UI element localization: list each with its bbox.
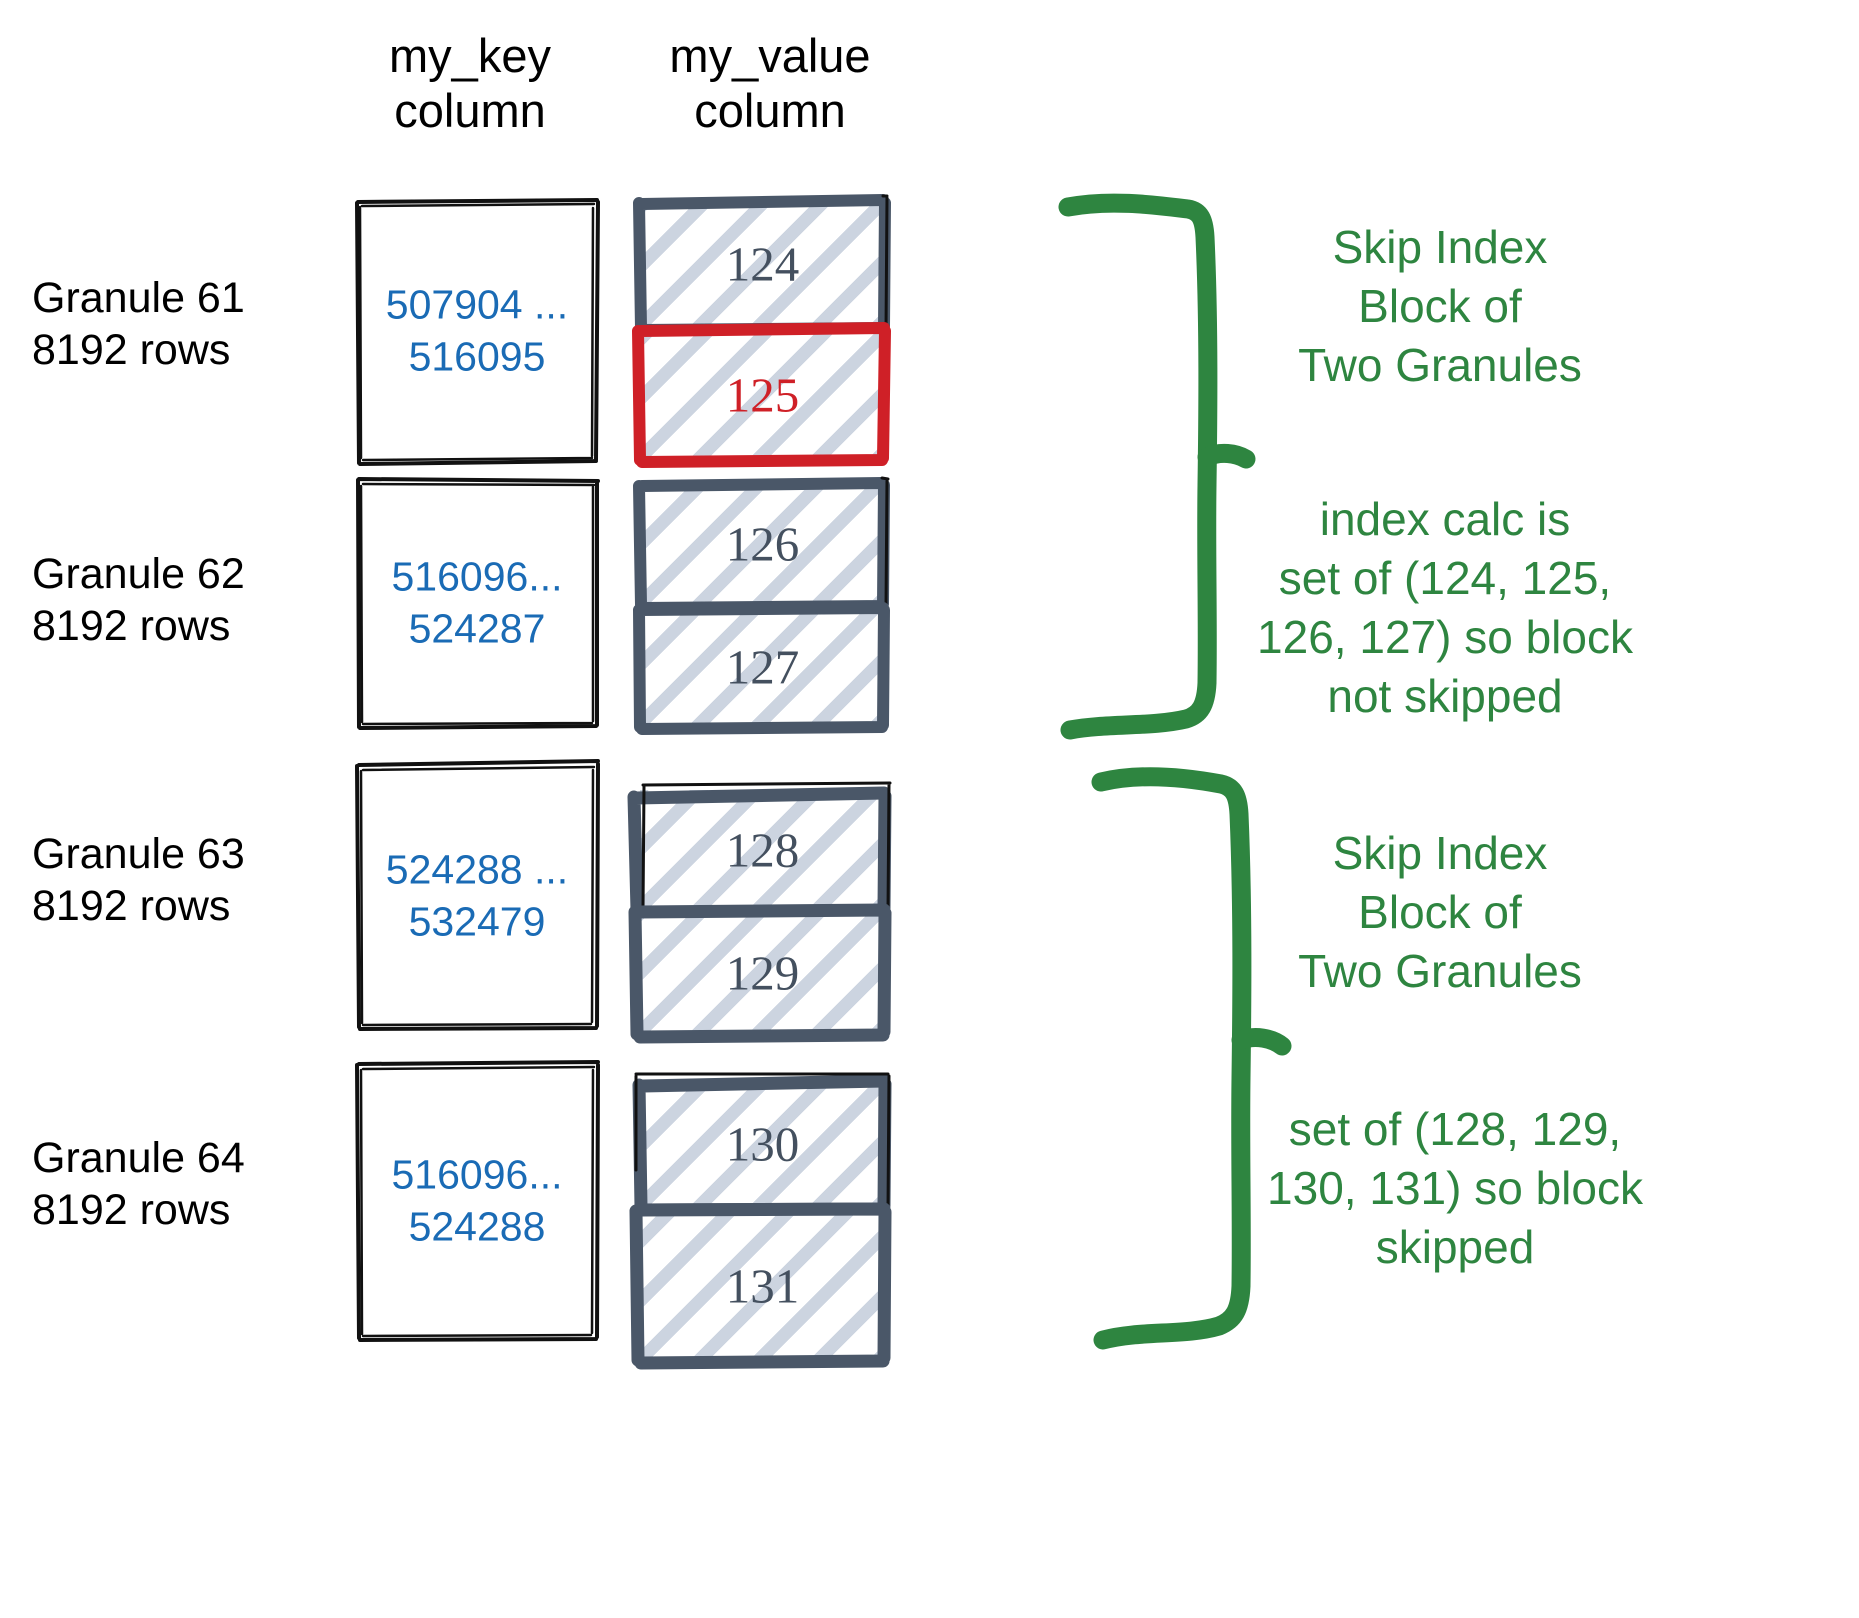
value-cell-130: 130 (632, 1072, 892, 1217)
sketch-rect-icon (633, 194, 891, 336)
annotation-block-2-note: set of (128, 129, 130, 131) so block ski… (1267, 1103, 1643, 1273)
value-cell-125-match: 125 (632, 322, 891, 468)
bracket-block-2-icon (1091, 767, 1292, 1350)
value-text-127: 127 (725, 639, 800, 695)
key-range-granule-64: 516096... 524288 (391, 1151, 563, 1250)
granule-label-62: Granule 62 8192 rows (32, 550, 245, 651)
column-header-my-key: my_key column (389, 29, 551, 138)
sketch-rect-icon (628, 903, 892, 1044)
value-text-125: 125 (725, 367, 800, 423)
value-cell-127: 127 (633, 602, 890, 735)
granule-label-61: Granule 61 8192 rows (32, 274, 245, 375)
sketch-rect-icon (633, 476, 890, 614)
value-cell-131: 131 (629, 1202, 892, 1370)
sketch-rect-icon (627, 781, 892, 920)
sketch-rect-icon (355, 759, 600, 1031)
value-text-126: 126 (725, 516, 800, 572)
annotation-block-2-title: Skip Index Block of Two Granules (1298, 827, 1582, 997)
bracket-block-1-icon (1058, 193, 1256, 740)
value-cell-129: 129 (628, 903, 892, 1044)
sketch-rect-icon (633, 602, 890, 735)
value-text-131: 131 (725, 1258, 800, 1314)
value-text-124: 124 (725, 236, 800, 292)
sketch-rect-icon (629, 1202, 892, 1370)
value-cell-128: 128 (627, 781, 892, 920)
value-cell-124: 124 (633, 194, 891, 336)
sketch-rect-highlight-icon (632, 322, 891, 468)
value-text-129: 129 (725, 945, 800, 1001)
column-header-my-value: my_value column (669, 29, 871, 138)
sketch-rect-icon (355, 198, 600, 466)
key-range-granule-61: 507904 ... 516095 (385, 281, 569, 380)
key-range-granule-62: 516096... 524287 (391, 553, 563, 652)
key-box-granule-62: 516096... 524287 (356, 477, 600, 730)
sketch-rect-icon (355, 1060, 600, 1342)
key-box-granule-64: 516096... 524288 (355, 1060, 600, 1342)
key-box-granule-63: 524288 ... 532479 (355, 759, 600, 1031)
value-text-130: 130 (725, 1116, 800, 1172)
key-range-granule-63: 524288 ... 532479 (385, 846, 569, 945)
value-cell-126: 126 (633, 476, 890, 614)
granule-label-63: Granule 63 8192 rows (32, 830, 245, 931)
key-box-granule-61: 507904 ... 516095 (355, 198, 600, 466)
granule-label-64: Granule 64 8192 rows (32, 1134, 245, 1235)
annotation-block-1-title: Skip Index Block of Two Granules (1298, 221, 1582, 391)
annotation-block-1-note: index calc is set of (124, 125, 126, 127… (1257, 493, 1633, 722)
value-text-128: 128 (725, 822, 800, 878)
sketch-rect-icon (632, 1072, 892, 1217)
sketch-rect-icon (356, 477, 600, 730)
